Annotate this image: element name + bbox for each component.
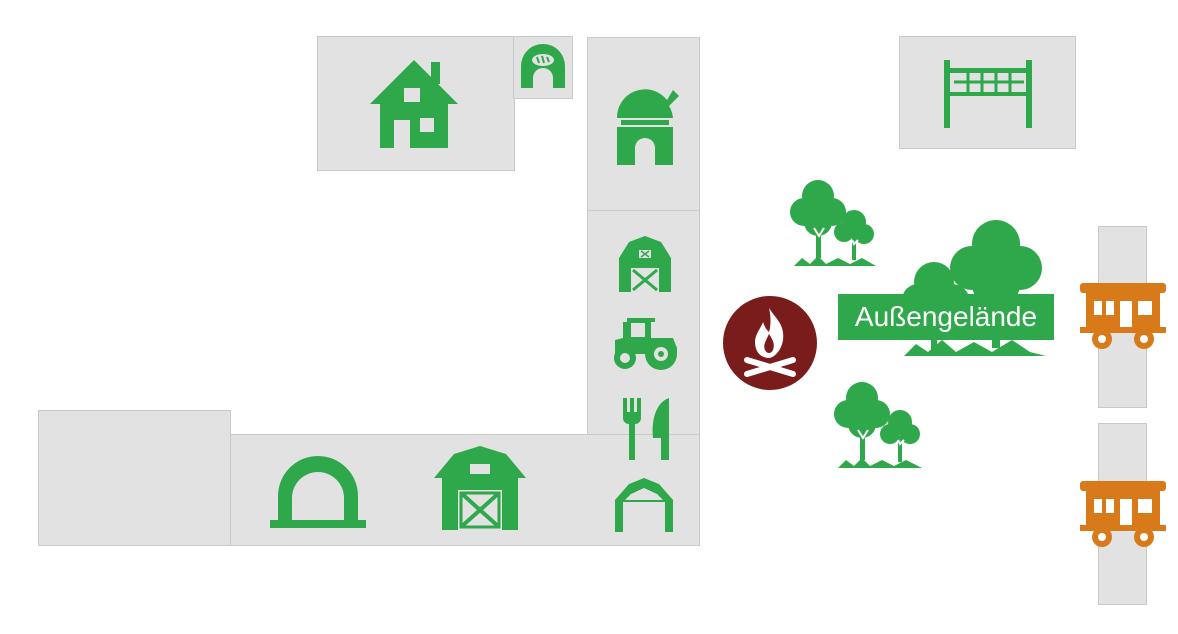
tractor-icon[interactable] — [611, 318, 681, 370]
trees-icon — [832, 380, 924, 470]
shed-icon[interactable] — [615, 478, 673, 532]
wagon-icon[interactable] — [1080, 481, 1166, 547]
tunnel-hall-icon[interactable] — [270, 452, 366, 528]
small-barn-icon[interactable] — [619, 236, 671, 292]
bakery-oven-icon[interactable] — [519, 44, 567, 88]
house-icon[interactable] — [368, 58, 460, 148]
trees-icon — [788, 178, 878, 268]
wagon-icon[interactable] — [1080, 283, 1166, 349]
campfire-icon[interactable] — [723, 296, 817, 390]
observatory-icon[interactable] — [611, 80, 679, 165]
restaurant-icon[interactable] — [621, 398, 671, 460]
outdoor-area-label[interactable]: Außengelände — [838, 294, 1054, 340]
barn-icon[interactable] — [434, 446, 526, 530]
building-west-hall[interactable] — [38, 410, 231, 546]
net-fence-icon[interactable] — [942, 60, 1034, 128]
trees-icon — [900, 218, 1046, 358]
